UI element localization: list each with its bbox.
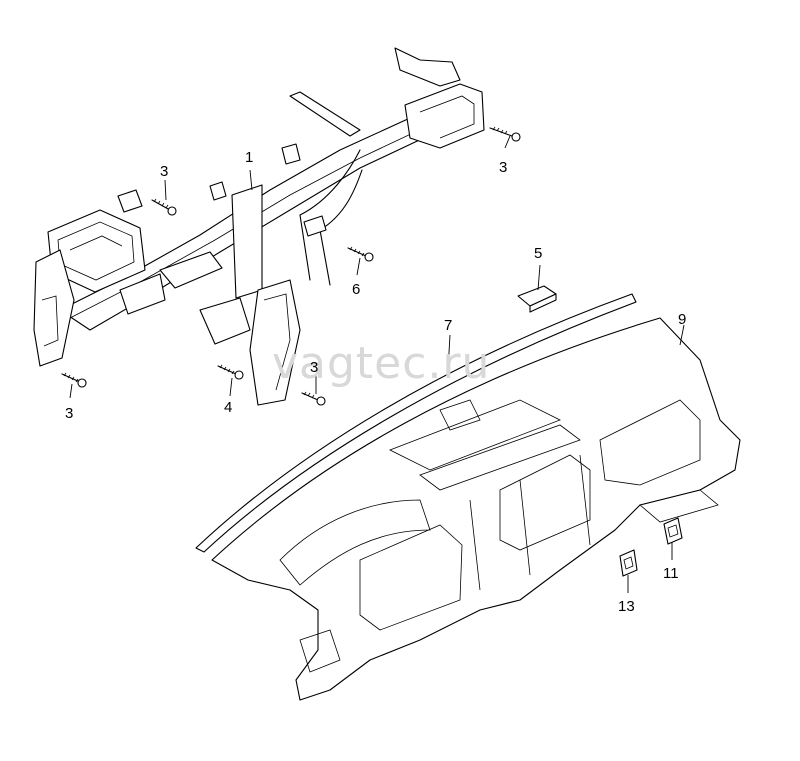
- dashboard-carrier: [211, 317, 741, 701]
- screw-3-top-right: [489, 126, 521, 142]
- screw-3-top-left: [151, 198, 177, 216]
- screw-4: [217, 364, 244, 380]
- clip-11: [663, 517, 683, 545]
- callout-6: 6: [352, 281, 360, 298]
- screw-3-left-bottom: [61, 372, 87, 388]
- cross-member-beam: [33, 47, 485, 406]
- callout-9: 9: [678, 311, 686, 328]
- callout-3c: 3: [65, 405, 73, 422]
- clip-13: [619, 549, 638, 577]
- watermark-text: vagtec.ru: [272, 338, 490, 389]
- callout-11: 11: [663, 565, 679, 582]
- dashboard-trim-strip: [195, 293, 637, 553]
- screw-6: [347, 246, 374, 262]
- callout-3a: 3: [160, 163, 168, 180]
- callout-3d: 3: [310, 359, 318, 376]
- callout-5: 5: [534, 245, 542, 262]
- leader-lines: [69, 135, 685, 593]
- callout-7: 7: [444, 317, 452, 334]
- callout-1: 1: [245, 149, 253, 166]
- callout-4: 4: [224, 399, 232, 416]
- screw-3-middle: [301, 391, 326, 406]
- clip-5: [517, 285, 557, 313]
- callout-3b: 3: [499, 159, 507, 176]
- callout-13: 13: [618, 598, 635, 615]
